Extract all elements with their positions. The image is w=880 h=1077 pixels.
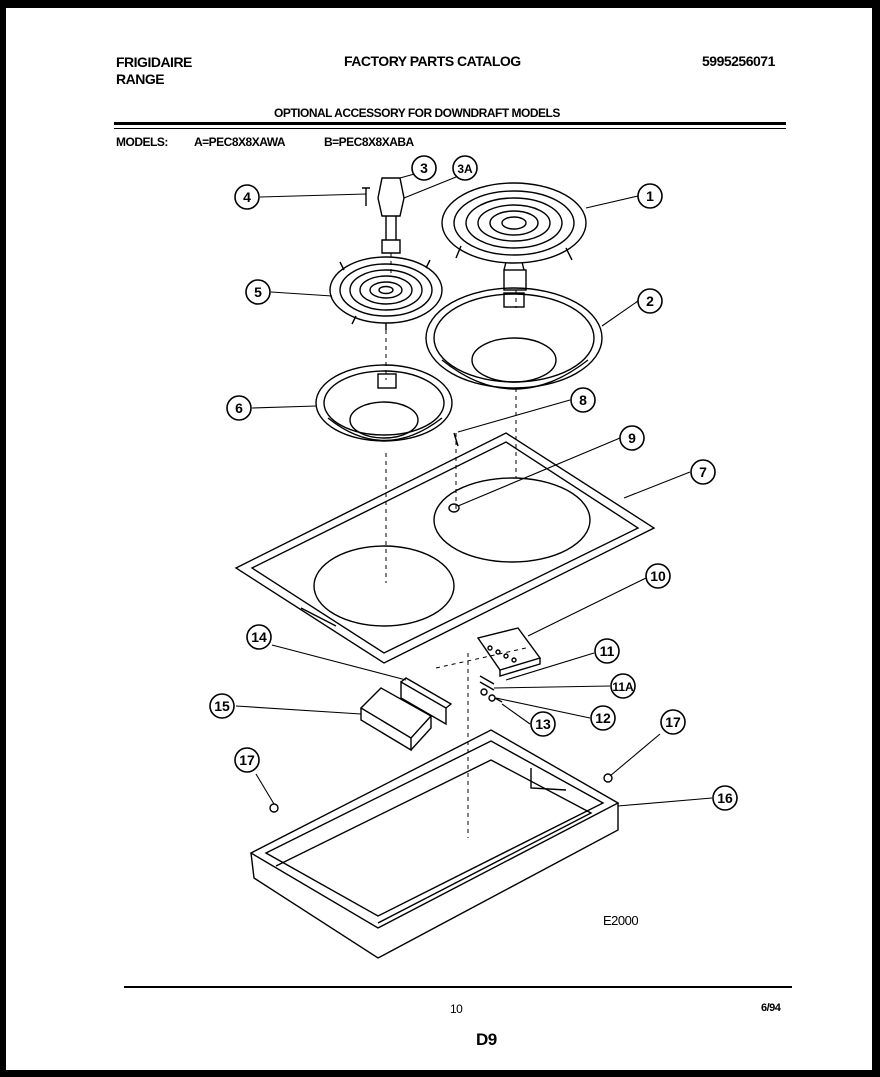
svg-text:1: 1 (646, 188, 654, 204)
svg-text:15: 15 (214, 698, 230, 714)
infinite-switch-block (476, 627, 542, 677)
surface-element-small (329, 256, 443, 330)
mounting-bracket (400, 677, 453, 726)
callout-8: 8 (570, 387, 596, 413)
page-number: 10 (450, 1002, 463, 1016)
svg-text:10: 10 (650, 568, 666, 584)
callout-2: 2 (637, 288, 663, 314)
svg-text:9: 9 (628, 430, 636, 446)
callout-13: 13 (530, 711, 556, 737)
svg-text:16: 16 (717, 790, 733, 806)
callout-15: 15 (209, 693, 235, 719)
callout-3a: 3A (452, 155, 478, 181)
cooktop-pan (249, 729, 620, 959)
model-b: B=PEC8X8XABA (324, 135, 414, 149)
section-code: D9 (476, 1030, 497, 1049)
callout-5: 5 (245, 279, 271, 305)
exploded-parts-diagram (234, 167, 713, 959)
callout-6: 6 (226, 395, 252, 421)
svg-text:11A: 11A (612, 680, 634, 694)
switch-hardware (479, 675, 503, 703)
assembly-guides (385, 253, 527, 838)
callout-12: 12 (590, 705, 616, 731)
header-rule-thick (114, 122, 786, 125)
surface-element-large (441, 182, 587, 291)
leader-lines (235, 167, 713, 807)
model-a: A=PEC8X8XAWA (194, 135, 286, 149)
svg-text:14: 14 (251, 629, 267, 645)
callout-11a: 11A (610, 673, 636, 699)
footer-rule (124, 986, 792, 988)
product-type: RANGE (116, 71, 165, 87)
svg-text:12: 12 (595, 710, 611, 726)
header-rule-thin (114, 128, 786, 129)
svg-text:4: 4 (243, 189, 251, 205)
callout-3: 3 (411, 155, 437, 181)
svg-text:17: 17 (665, 714, 681, 730)
callout-16: 16 (712, 785, 738, 811)
catalog-page: FRIGIDAIRE RANGE FACTORY PARTS CATALOG 5… (6, 8, 872, 1070)
brand-header: FRIGIDAIRE RANGE (116, 54, 192, 88)
svg-text:5: 5 (254, 284, 262, 300)
callout-7: 7 (690, 459, 716, 485)
svg-text:2: 2 (646, 293, 654, 309)
callout-14: 14 (246, 624, 272, 650)
callout-10: 10 (645, 563, 671, 589)
catalog-title: FACTORY PARTS CATALOG (344, 53, 521, 69)
svg-text:6: 6 (235, 400, 243, 416)
callout-11: 11 (594, 638, 620, 664)
models-label: MODELS: (116, 135, 168, 149)
cooktop-frame (234, 432, 656, 664)
callout-9: 9 (619, 425, 645, 451)
callout-17-left: 17 (234, 747, 260, 773)
callout-layer: 1 2 3 3A 4 5 6 7 8 9 10 11 11A 12 13 14 … (209, 155, 738, 811)
svg-text:17: 17 (239, 752, 255, 768)
svg-text:11: 11 (600, 643, 615, 659)
callout-4: 4 (234, 184, 260, 210)
drip-bowl-small (315, 364, 453, 442)
svg-text:3: 3 (420, 160, 428, 176)
callout-1: 1 (637, 183, 663, 209)
svg-text:7: 7 (699, 464, 707, 480)
brand-name: FRIGIDAIRE (116, 54, 192, 70)
receptacle-assembly (362, 177, 405, 254)
diagram-subtitle: OPTIONAL ACCESSORY FOR DOWNDRAFT MODELS (274, 106, 560, 120)
callout-17-right: 17 (660, 709, 686, 735)
svg-text:3A: 3A (457, 162, 473, 176)
catalog-part-number: 5995256071 (702, 53, 775, 69)
svg-text:13: 13 (535, 716, 551, 732)
revision-date: 6/94 (761, 1002, 781, 1014)
svg-text:8: 8 (579, 392, 587, 408)
diagram-code: E2000 (603, 913, 639, 928)
drip-bowl-large (425, 287, 603, 390)
